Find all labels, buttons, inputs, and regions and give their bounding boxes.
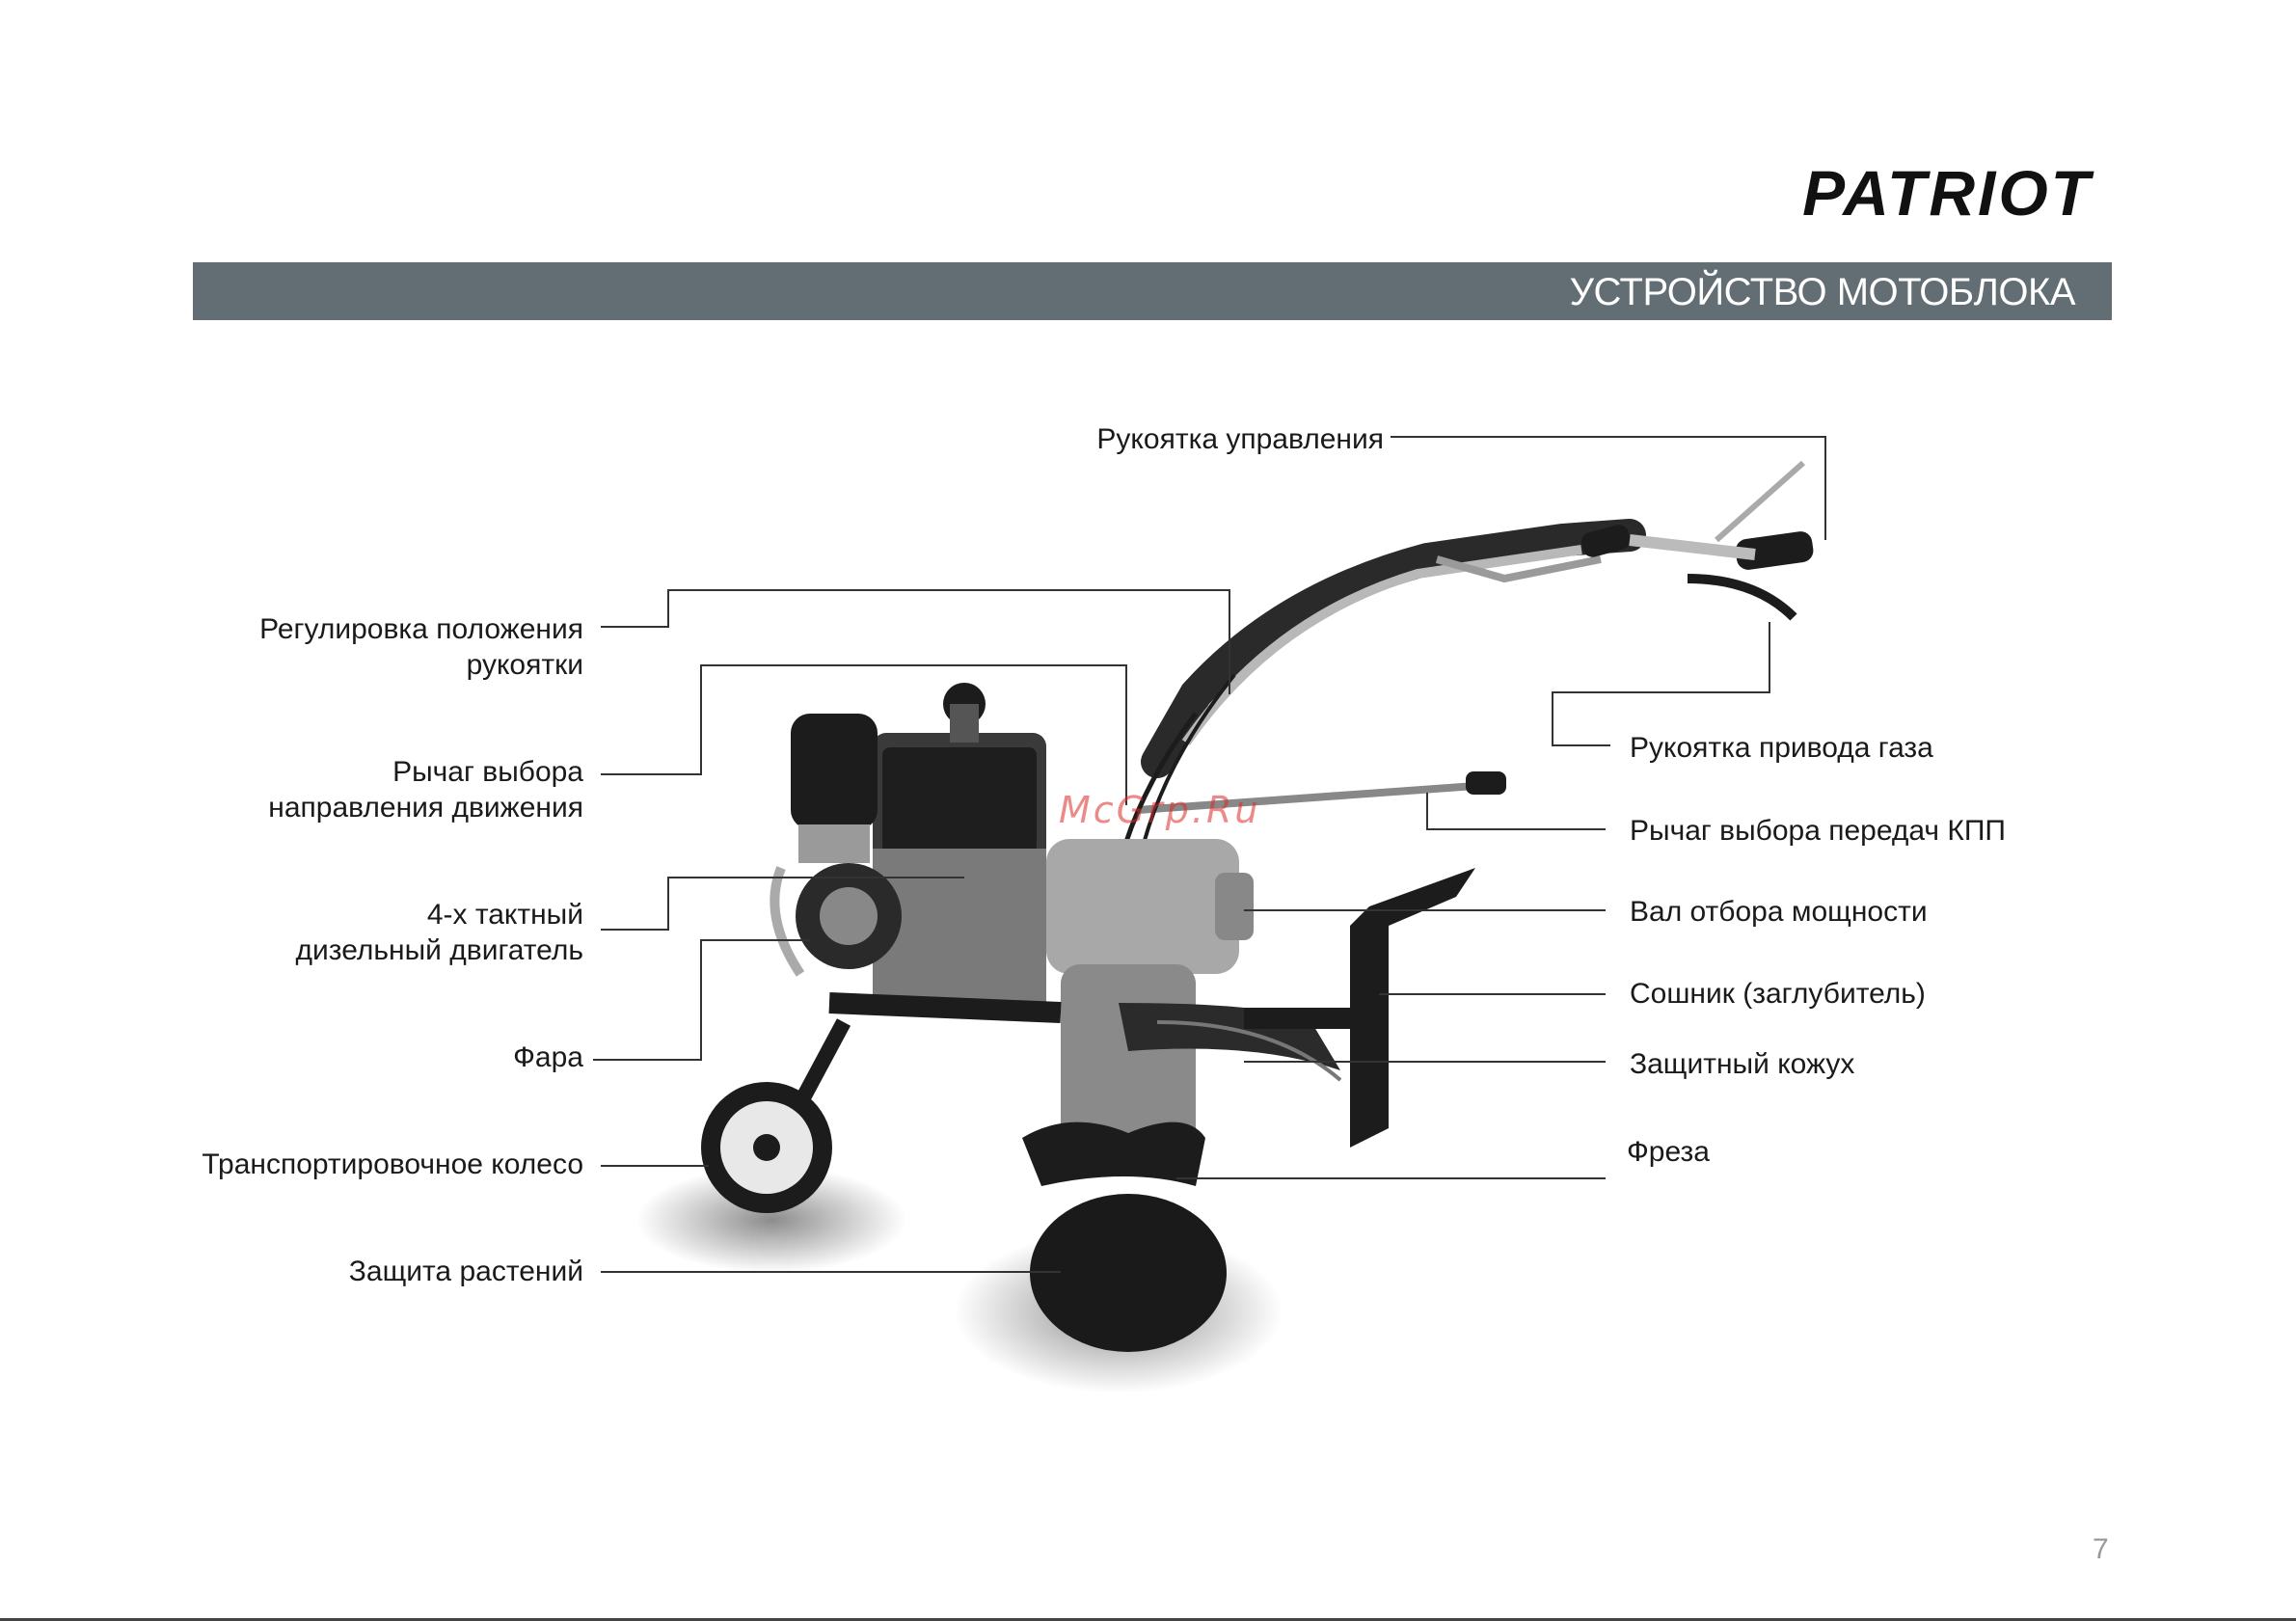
leader-throttle-handle bbox=[1552, 622, 1770, 746]
label-handle-adjust: Регулировка положения рукоятки bbox=[174, 611, 583, 683]
label-gear-lever: Рычаг выбора передач КПП bbox=[1630, 815, 2006, 847]
label-engine-line2: дизельный двигатель bbox=[295, 934, 583, 966]
patriot-logo: PATRIOT bbox=[1802, 157, 2093, 229]
leader-handle-adjust bbox=[601, 589, 1230, 694]
bottom-rule bbox=[0, 1618, 2296, 1621]
tiller-illustration bbox=[701, 460, 1814, 1352]
label-control-handle: Рукоятка управления bbox=[1096, 423, 1384, 455]
label-guard-cover: Защитный кожух bbox=[1630, 1048, 1855, 1080]
leader-direction-lever bbox=[601, 664, 1127, 805]
label-coulter: Сошник (заглубитель) bbox=[1630, 978, 1926, 1010]
label-cutter: Фреза bbox=[1627, 1136, 1710, 1168]
label-pto-shaft: Вал отбора мощности bbox=[1630, 896, 1928, 928]
label-plant-guard: Защита растений bbox=[348, 1256, 583, 1287]
wheel-shadow bbox=[636, 1167, 906, 1273]
label-handle-adjust-line2: рукоятки bbox=[466, 649, 583, 681]
leader-engine bbox=[601, 877, 964, 931]
leader-gear-lever bbox=[1426, 793, 1606, 830]
label-direction-lever-line2: направления движения bbox=[268, 792, 583, 824]
label-transport-wheel: Транспортировочное колесо bbox=[202, 1148, 583, 1180]
section-title: УСТРОЙСТВО МОТОБЛОКА bbox=[1569, 271, 2076, 313]
label-engine-line1: 4-х тактный bbox=[426, 899, 583, 931]
watermark: McGrp.Ru bbox=[1059, 789, 1261, 831]
section-title-bar: УСТРОЙСТВО МОТОБЛОКА bbox=[193, 262, 2112, 320]
label-direction-lever: Рычаг выбора направления движения bbox=[174, 754, 583, 825]
page-number: 7 bbox=[2093, 1533, 2109, 1565]
label-handle-adjust-line1: Регулировка положения bbox=[259, 613, 583, 645]
leader-headlight bbox=[593, 939, 810, 1061]
label-engine: 4-х тактный дизельный двигатель bbox=[174, 897, 583, 968]
label-headlight: Фара bbox=[513, 1041, 583, 1073]
leader-lines bbox=[593, 436, 1826, 1273]
label-direction-lever-line1: Рычаг выбора bbox=[392, 756, 583, 788]
label-throttle-handle: Рукоятка привода газа bbox=[1630, 732, 1933, 764]
leader-control-handle bbox=[1391, 436, 1826, 540]
